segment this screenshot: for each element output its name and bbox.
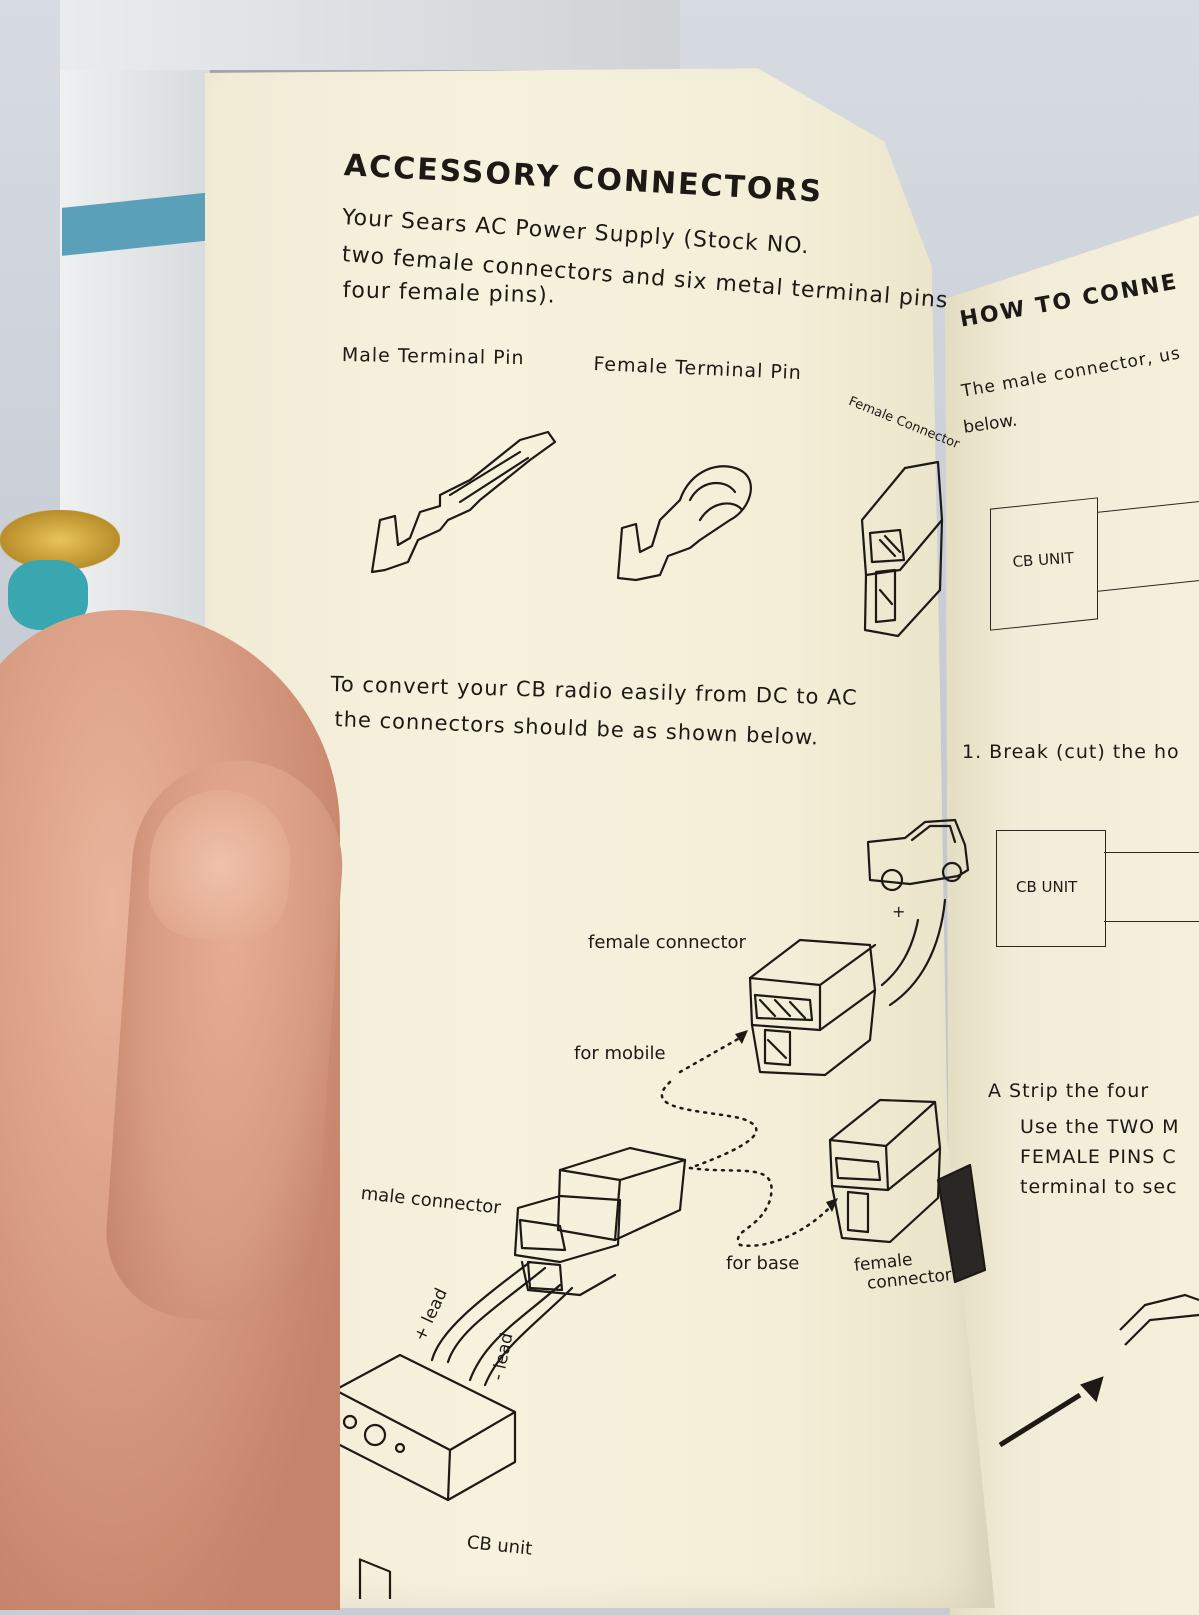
step-a-line-1: A Strip the four: [988, 1080, 1150, 1102]
for-base-label: for base: [726, 1253, 800, 1274]
step-1-text: 1. Break (cut) the ho: [962, 741, 1180, 763]
female-connector-label: female connector: [588, 932, 746, 953]
step-a-line-4: terminal to sec: [1020, 1176, 1178, 1198]
cb-unit-box-2-extension: [1104, 852, 1199, 922]
right-page: [945, 215, 1199, 1615]
cb-unit-box-2: [996, 830, 1106, 947]
step-a-line-3: FEMALE PINS C: [1020, 1146, 1177, 1168]
male-terminal-pin-label: Male Terminal Pin: [341, 344, 525, 370]
car-plus-sign: +: [892, 902, 906, 921]
for-mobile-label: for mobile: [574, 1043, 666, 1064]
cb-unit-box-2-label: CB UNIT: [1016, 878, 1078, 896]
shelf-top: [60, 0, 680, 73]
step-a-line-2: Use the TWO M: [1020, 1116, 1180, 1138]
cb-unit-box-1-extension: [1097, 500, 1199, 592]
